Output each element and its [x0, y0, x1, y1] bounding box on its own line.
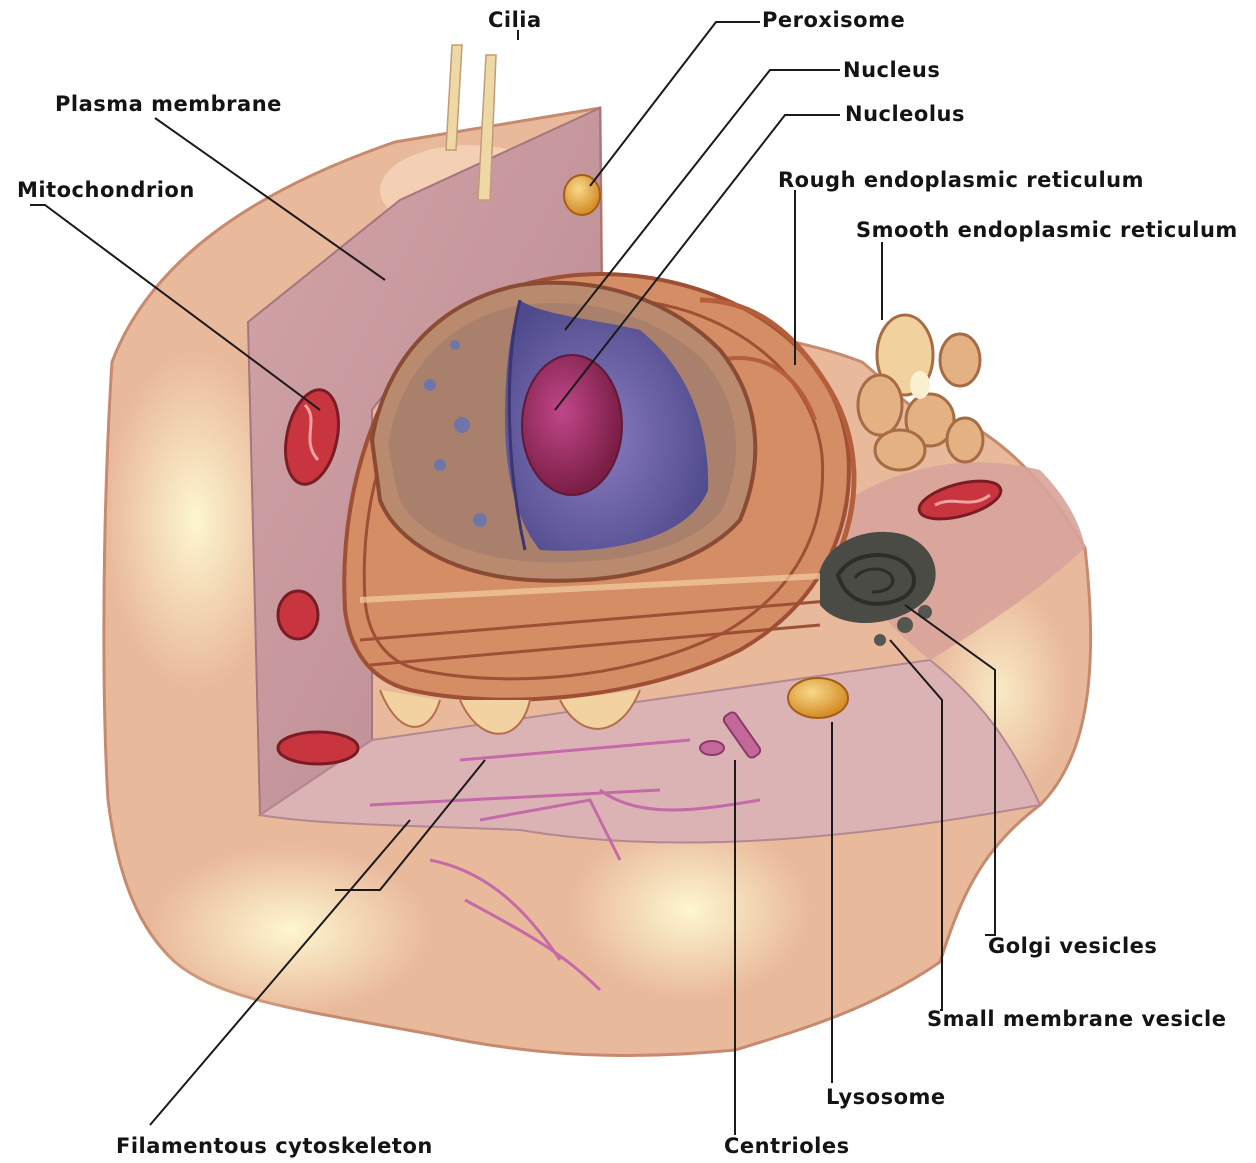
nucleolus: [522, 355, 622, 495]
label-peroxisome: Peroxisome: [762, 10, 905, 31]
label-centrioles: Centrioles: [724, 1136, 850, 1157]
label-rough-er: Rough endoplasmic reticulum: [778, 170, 1144, 191]
label-small-membrane-vesicle: Small membrane vesicle: [927, 1009, 1226, 1030]
label-mitochondrion: Mitochondrion: [17, 180, 195, 201]
label-cilia: Cilia: [488, 10, 542, 31]
label-nucleolus: Nucleolus: [845, 104, 965, 125]
label-smooth-er: Smooth endoplasmic reticulum: [856, 220, 1238, 241]
label-plasma-membrane: Plasma membrane: [55, 94, 282, 115]
label-filamentous-cytoskeleton: Filamentous cytoskeleton: [116, 1136, 433, 1157]
label-nucleus: Nucleus: [843, 60, 940, 81]
smooth-endoplasmic-reticulum: [858, 315, 983, 470]
label-golgi-vesicles: Golgi vesicles: [988, 936, 1157, 957]
lysosome: [788, 678, 848, 718]
label-lysosome: Lysosome: [826, 1087, 946, 1108]
